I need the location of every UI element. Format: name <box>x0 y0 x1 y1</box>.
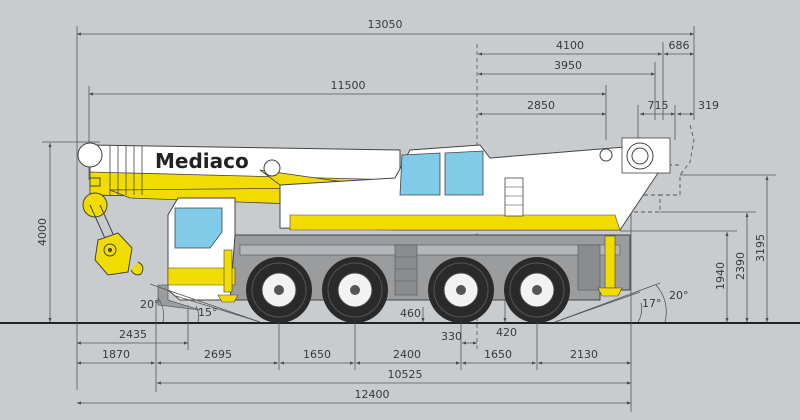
dim-3195: 3195 <box>754 234 767 262</box>
driver-cab <box>157 197 239 311</box>
bottom-dimension-labels: 2435 1870 2695 1650 2400 1650 2130 10525… <box>102 307 598 401</box>
dim-4100: 4100 <box>556 39 584 52</box>
vertical-dimension-lines <box>42 141 776 322</box>
dim-2850: 2850 <box>527 99 555 112</box>
extension-lines <box>76 26 695 412</box>
dim-1650-a: 1650 <box>303 348 331 361</box>
angle-rear-outer: 20° <box>669 289 689 302</box>
dim-2695: 2695 <box>204 348 232 361</box>
angle-front-outer: 20° <box>140 298 160 311</box>
dim-12400: 12400 <box>355 388 390 401</box>
dim-3950: 3950 <box>554 59 582 72</box>
dim-330: 330 <box>441 330 462 343</box>
dim-319: 319 <box>698 99 719 112</box>
top-dimension-lines <box>77 32 694 116</box>
dim-1650-b: 1650 <box>484 348 512 361</box>
angle-labels: 20° 15° 17° 20° <box>140 289 689 319</box>
vertical-dimension-labels: 4000 1940 2390 3195 <box>36 218 767 290</box>
brand-logo: Mediaco <box>155 149 249 173</box>
dim-11500: 11500 <box>331 79 366 92</box>
dim-2400: 2400 <box>393 348 421 361</box>
dim-686: 686 <box>669 39 690 52</box>
dim-2390: 2390 <box>734 252 747 280</box>
angle-front-inner: 15° <box>198 306 218 319</box>
dim-460: 460 <box>400 307 421 320</box>
superstructure <box>279 137 671 297</box>
dim-2130: 2130 <box>570 348 598 361</box>
dim-10525: 10525 <box>388 368 423 381</box>
wheel-3 <box>428 257 494 323</box>
angle-rear-inner: 17° <box>642 297 662 310</box>
dim-13050: 13050 <box>368 18 403 31</box>
dim-1940: 1940 <box>714 262 727 290</box>
bottom-dimension-lines <box>77 290 631 405</box>
wheel-1 <box>246 257 312 323</box>
counterweight-outline <box>620 124 695 213</box>
dim-420: 420 <box>496 326 517 339</box>
dim-4000: 4000 <box>36 218 49 246</box>
angle-lines <box>149 282 667 323</box>
wheel-2 <box>322 257 388 323</box>
hook-block <box>89 204 144 276</box>
wheel-4 <box>504 257 570 323</box>
dim-1870: 1870 <box>102 348 130 361</box>
dim-2435: 2435 <box>119 328 147 341</box>
top-dimension-labels: 13050 4100 686 3950 11500 2850 715 319 <box>331 18 720 112</box>
dim-715: 715 <box>648 99 669 112</box>
